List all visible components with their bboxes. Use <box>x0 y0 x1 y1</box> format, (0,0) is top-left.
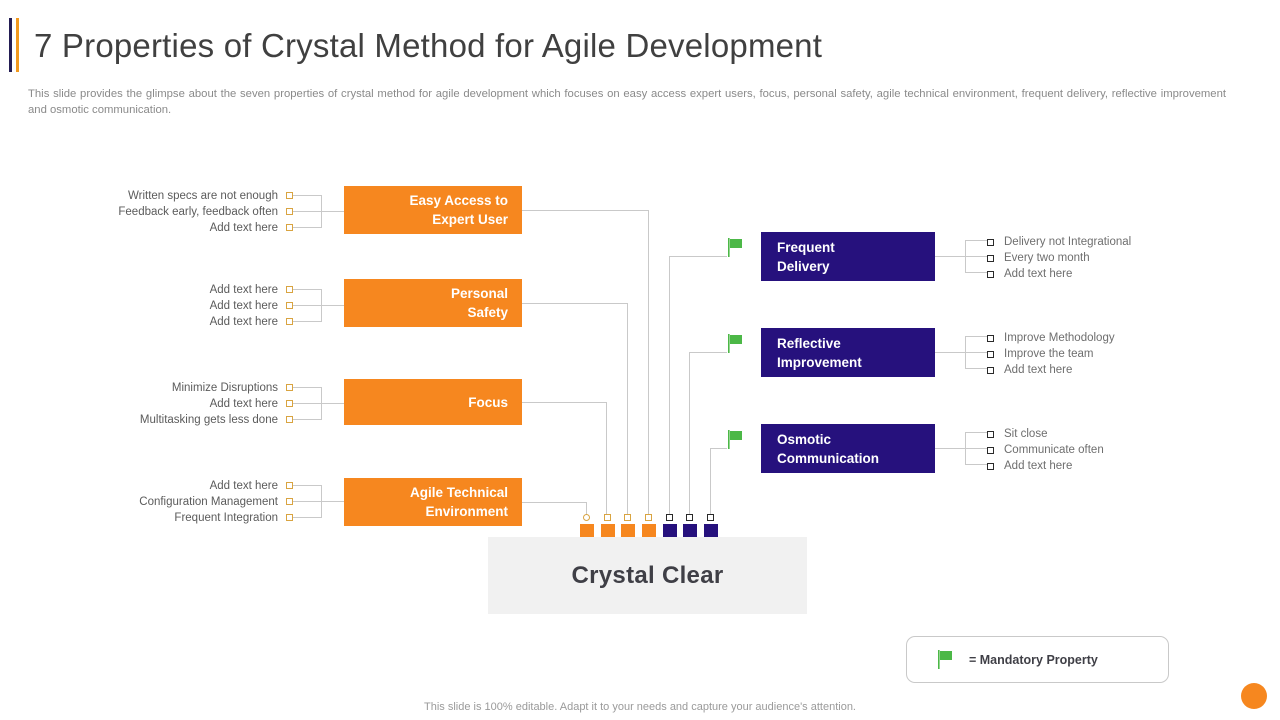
bullet-label: Feedback early, feedback often <box>118 206 278 218</box>
bullet-label: Improve Methodology <box>1004 332 1115 344</box>
bullet-marker <box>286 416 293 423</box>
list-item: Communicate often <box>987 442 1104 458</box>
list-item: Improve the team <box>987 346 1115 362</box>
green-flag-icon <box>728 238 742 257</box>
bullet-group-agile-technical: Add text here Configuration Management F… <box>100 478 278 526</box>
property-box-frequent-delivery[interactable]: Frequent Delivery <box>761 232 935 281</box>
bullet-label: Add text here <box>209 284 278 296</box>
property-title-line2: Environment <box>425 504 508 519</box>
bullet-marker <box>987 350 994 358</box>
bullet-marker <box>987 462 994 470</box>
legend-box: = Mandatory Property <box>906 636 1169 683</box>
bar-marker <box>666 514 673 521</box>
bullet-label: Communicate often <box>1004 444 1104 456</box>
bullet-marker <box>987 270 994 278</box>
bullet-marker <box>286 224 293 231</box>
bullet-marker <box>987 366 994 374</box>
bullet-marker <box>286 400 293 407</box>
property-box-focus[interactable]: Focus <box>344 379 522 425</box>
bullet-marker <box>286 384 293 391</box>
bullet-marker <box>286 318 293 325</box>
list-item: Improve Methodology <box>987 330 1115 346</box>
property-title-line2: Communication <box>777 450 880 466</box>
property-box-personal-safety[interactable]: Personal Safety <box>344 279 522 327</box>
property-title-line1: Osmotic <box>777 431 832 447</box>
list-item: Add text here <box>987 458 1104 474</box>
bar-marker <box>645 514 652 521</box>
bullet-marker <box>987 334 994 342</box>
crystal-clear-panel: Crystal Clear <box>488 537 807 614</box>
legend-label: = Mandatory Property <box>969 652 1098 667</box>
green-flag-icon <box>728 430 742 449</box>
footer-note: This slide is 100% editable. Adapt it to… <box>424 701 856 713</box>
bullet-marker <box>286 286 293 293</box>
bullet-marker <box>987 446 994 454</box>
bullet-label: Add text here <box>209 398 278 410</box>
property-title-line1: Agile Technical <box>409 485 508 500</box>
bullet-label: Add text here <box>1004 364 1073 376</box>
bullet-label: Delivery not Integrational <box>1004 236 1132 248</box>
bullet-label: Add text here <box>1004 268 1073 280</box>
bullet-group-focus: Minimize Disruptions Add text here Multi… <box>100 380 278 428</box>
property-title-line1: Frequent <box>777 239 835 255</box>
green-flag-icon <box>938 650 952 669</box>
bar-marker <box>624 514 631 521</box>
list-item: Add text here <box>987 362 1115 378</box>
decorative-orange-dot <box>1241 683 1267 709</box>
bullet-marker <box>286 514 293 521</box>
list-item: Add text here <box>987 266 1131 282</box>
bullet-marker <box>987 430 994 438</box>
bullet-marker <box>286 498 293 505</box>
bullet-label: Improve the team <box>1004 348 1094 360</box>
bullet-marker <box>987 254 994 262</box>
list-item: Sit close <box>987 426 1104 442</box>
page-subtitle: This slide provides the glimpse about th… <box>28 88 1226 116</box>
bar-marker <box>686 514 693 521</box>
crystal-clear-label: Crystal Clear <box>571 561 724 589</box>
property-title-line1: Personal <box>450 286 508 301</box>
property-box-reflective-improvement[interactable]: Reflective Improvement <box>761 328 935 377</box>
list-item: Every two month <box>987 250 1131 266</box>
list-item: Delivery not Integrational <box>987 234 1131 250</box>
bullet-label: Multitasking gets less done <box>139 414 278 426</box>
bar-marker <box>583 514 590 521</box>
bullet-label: Add text here <box>1004 460 1073 472</box>
bullet-marker <box>987 238 994 246</box>
bullet-marker <box>286 192 293 199</box>
green-flag-icon <box>728 334 742 353</box>
bullet-label: Every two month <box>1004 252 1090 264</box>
bullet-label: Add text here <box>209 480 278 492</box>
bullet-label: Add text here <box>209 300 278 312</box>
bullet-label: Configuration Management <box>139 496 278 508</box>
bullet-label: Written specs are not enough <box>127 190 278 202</box>
bullet-label: Sit close <box>1004 428 1048 440</box>
property-title-line2: Safety <box>467 305 508 320</box>
property-title-line1: Reflective <box>777 335 841 351</box>
property-title-line2: Improvement <box>777 354 862 370</box>
page-title: 7 Properties of Crystal Method for Agile… <box>34 27 823 64</box>
bullet-label: Frequent Integration <box>174 512 278 524</box>
title-accent-navy <box>9 18 12 72</box>
bullet-group-frequent-delivery: Delivery not Integrational Every two mon… <box>987 234 1131 282</box>
bar-marker <box>604 514 611 521</box>
property-box-easy-access[interactable]: Easy Access to Expert User <box>344 186 522 234</box>
bullet-marker <box>286 302 293 309</box>
property-title-line2: Expert User <box>432 212 508 227</box>
bullet-marker <box>286 208 293 215</box>
property-box-agile-technical[interactable]: Agile Technical Environment <box>344 478 522 526</box>
bullet-marker <box>286 482 293 489</box>
bullet-group-osmotic-communication: Sit close Communicate often Add text her… <box>987 426 1104 474</box>
bullet-label: Add text here <box>209 222 278 234</box>
property-title-line1: Easy Access to <box>409 193 508 208</box>
property-title-line2: Delivery <box>777 258 830 274</box>
bullet-label: Minimize Disruptions <box>171 382 278 394</box>
title-accent-orange <box>16 18 19 72</box>
property-title-line1: Focus <box>468 394 508 410</box>
bar-marker <box>707 514 714 521</box>
bullet-group-personal-safety: Add text here Add text here Add text her… <box>130 282 278 330</box>
bullet-label: Add text here <box>209 316 278 328</box>
property-box-osmotic-communication[interactable]: Osmotic Communication <box>761 424 935 473</box>
bullet-group-reflective-improvement: Improve Methodology Improve the team Add… <box>987 330 1115 378</box>
bullet-group-easy-access: Written specs are not enough Feedback ea… <box>90 188 278 236</box>
